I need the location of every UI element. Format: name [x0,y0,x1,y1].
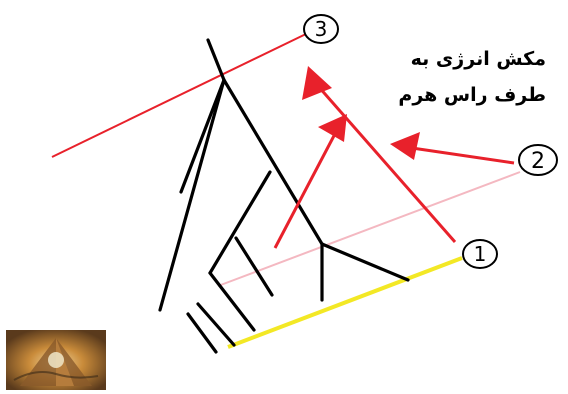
red-level-line-3 [52,33,308,157]
caption-line-2: طرف راس هرم [398,84,546,106]
marker-2: 2 [519,145,557,175]
arrow-from-2 [412,148,514,163]
svg-text:3: 3 [315,17,328,41]
svg-text:2: 2 [531,149,545,174]
marker-1: 1 [463,240,497,268]
arrow-inner [275,130,337,248]
pyramid-photo-thumbnail [6,330,106,390]
svg-text:1: 1 [474,242,487,266]
marker-3: 3 [304,15,338,43]
yellow-base-line [228,258,462,347]
caption-line-1: مکش انرژی به [411,48,546,70]
arrow-from-1 [318,86,455,242]
pink-level-line-2 [218,172,520,286]
arrow-head-2 [390,132,420,160]
